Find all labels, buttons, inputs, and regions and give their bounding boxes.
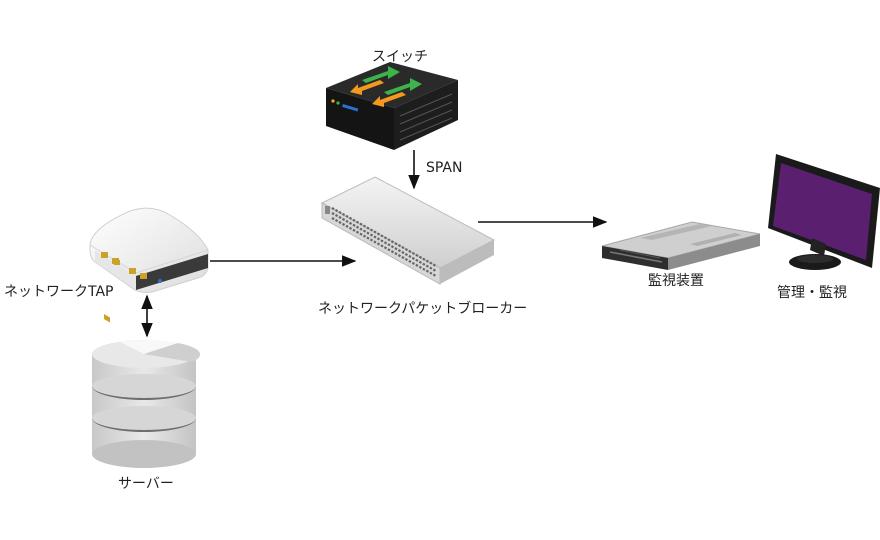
- packet-broker-icon: [320, 176, 496, 285]
- tap-label: ネットワークTAP: [4, 284, 114, 300]
- server-label: サーバー: [118, 476, 174, 492]
- database-server-icon: [92, 340, 201, 468]
- network-switch-icon: [326, 62, 458, 150]
- monitor-icon: [768, 154, 880, 270]
- monitor-device-label: 監視装置: [648, 273, 704, 289]
- rack-server-icon: [601, 221, 761, 270]
- switch-traffic-arrows: [350, 66, 422, 107]
- broker-label: ネットワークパケットブローカー: [318, 301, 528, 317]
- network-tap-icon: [89, 207, 209, 323]
- switch-label: スイッチ: [372, 49, 428, 65]
- management-label: 管理・監視: [777, 285, 847, 301]
- span-edge-label: SPAN: [426, 160, 463, 176]
